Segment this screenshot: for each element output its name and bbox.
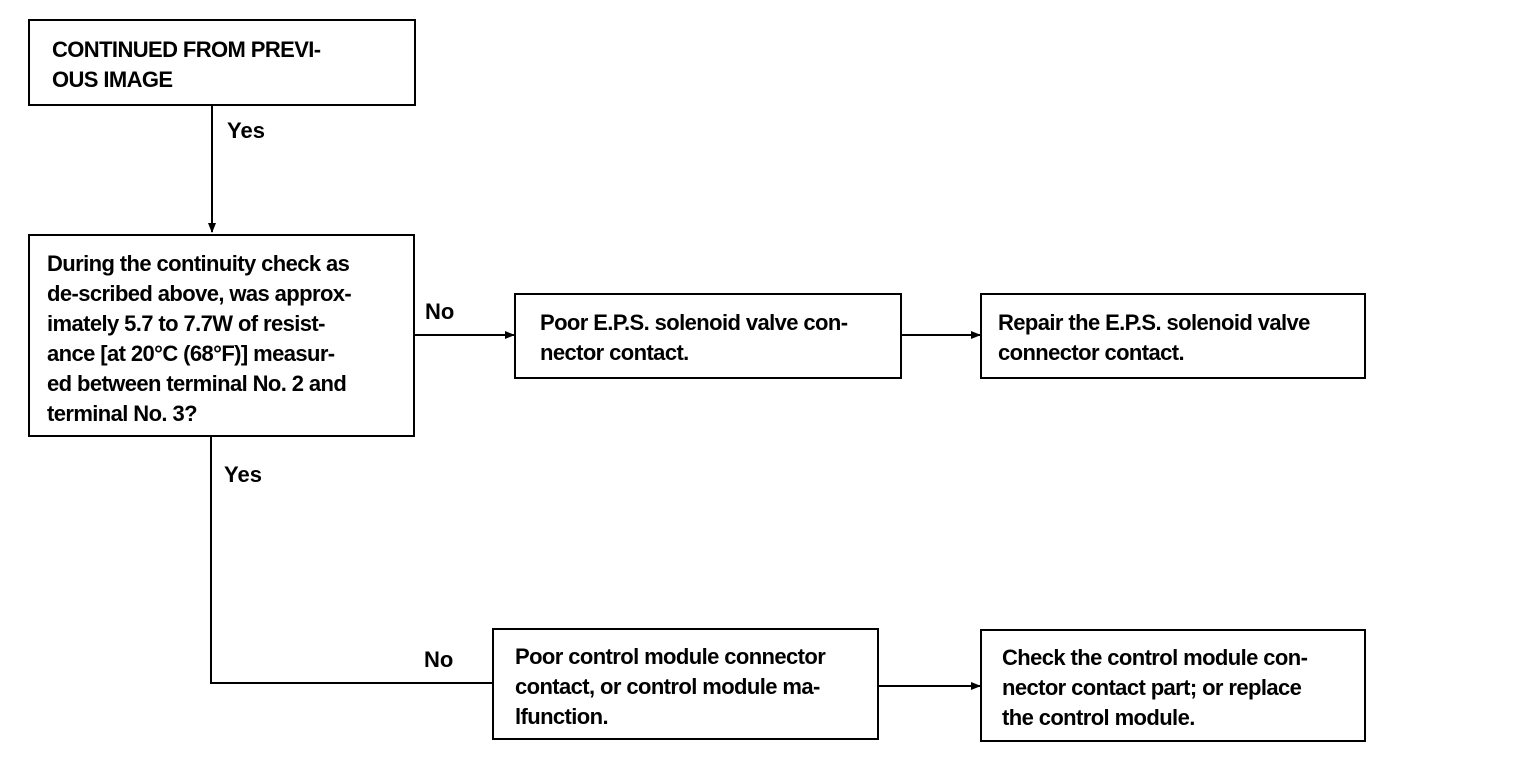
connector-question-to-module-cause <box>210 437 492 684</box>
yes-label-middle: Yes <box>224 462 262 487</box>
solenoid-fix-box: Repair the E.P.S. solenoid valve connect… <box>980 293 1366 379</box>
module-fix-box: Check the control module con- nector con… <box>980 629 1366 742</box>
continuity-question-box: During the continuity check as de-scribe… <box>28 234 415 437</box>
no-label-middle: No <box>425 299 455 324</box>
yes-label-top: Yes <box>227 118 265 143</box>
no-label-bottom: No <box>424 647 454 672</box>
solenoid-cause-box: Poor E.P.S. solenoid valve con- nector c… <box>514 293 902 379</box>
module-cause-box: Poor control module connector contact, o… <box>492 628 879 740</box>
continued-box: CONTINUED FROM PREVI- OUS IMAGE <box>28 19 416 106</box>
